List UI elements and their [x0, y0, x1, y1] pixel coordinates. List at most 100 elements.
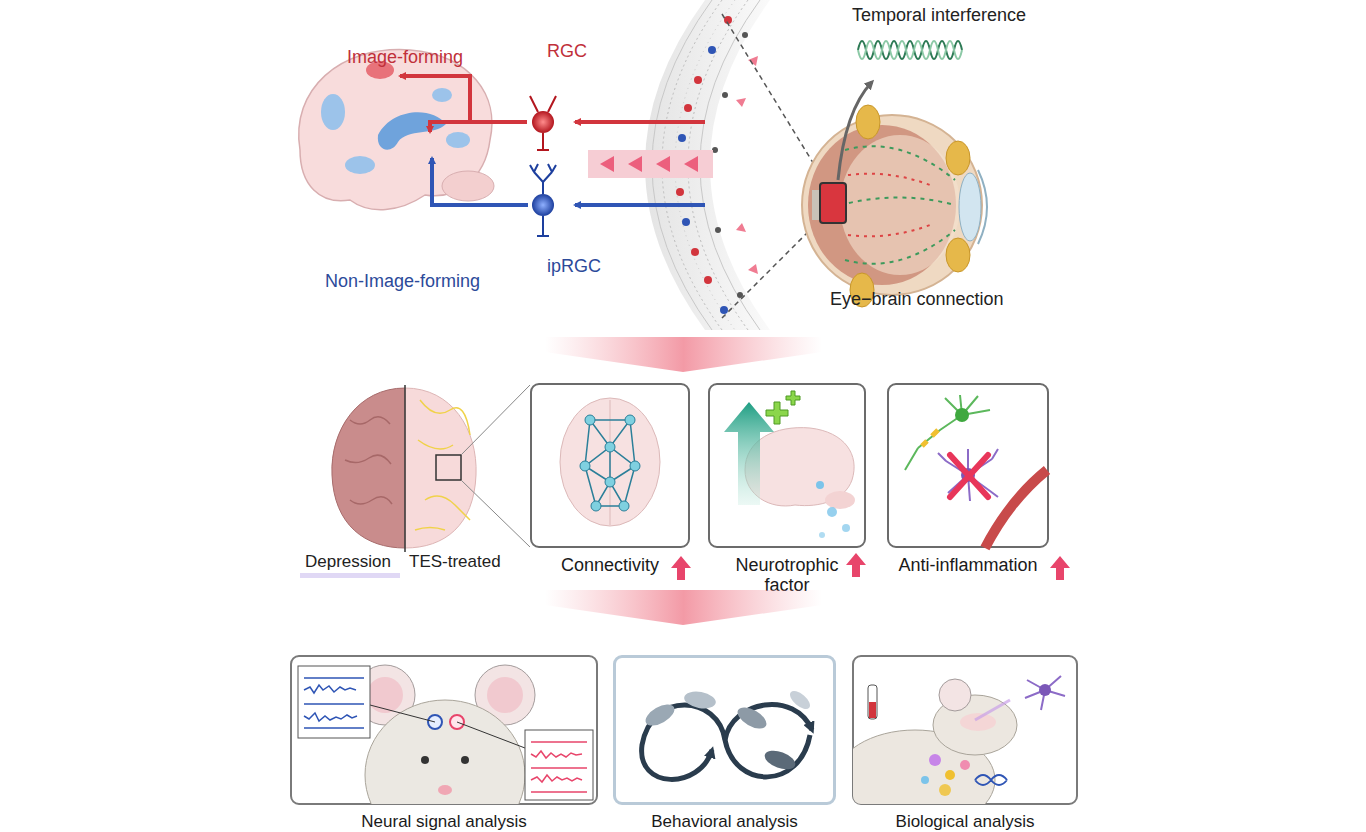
connectivity-network-part — [585, 420, 635, 506]
connectivity-network-part — [605, 442, 615, 452]
brain-side-view-part — [321, 94, 345, 130]
mouse-biology-part — [939, 784, 951, 796]
iprgc-neuron-part — [530, 164, 556, 236]
rgc-neuron — [530, 96, 556, 150]
retina-layers-part — [720, 306, 728, 314]
box-frame — [852, 655, 1078, 805]
box-frame — [708, 383, 866, 548]
node-label: Neural signal analysis — [290, 813, 598, 832]
increase-arrow-part — [1050, 556, 1070, 580]
retina-layers-part — [742, 32, 748, 38]
mouse-biology-part — [1025, 676, 1065, 710]
neurotrophic-brain-part — [724, 402, 774, 505]
figure-eight-maze-part — [725, 705, 812, 740]
brain-top-view-part — [404, 385, 406, 552]
connectivity-network-part — [560, 398, 660, 526]
mouse-recording — [298, 665, 593, 804]
retina-layers-part — [708, 46, 716, 54]
mouse-recording-part — [438, 785, 452, 795]
retina-to-neuron-arrows — [575, 122, 705, 205]
mouse-recording-part — [531, 742, 587, 792]
flow-chevron-part — [545, 590, 822, 625]
eye — [802, 105, 987, 307]
mouse-biology — [853, 676, 1065, 804]
figure-eight-maze-part — [787, 688, 813, 713]
iprgc-neuron — [530, 164, 556, 236]
anti-inflammation-cells — [905, 395, 1047, 548]
section-label: Eye−brain connection — [830, 290, 1004, 310]
node-label: Behavioral analysis — [613, 813, 836, 832]
image-forming-pathway — [400, 76, 527, 132]
node-label: Connectivity — [530, 556, 690, 576]
analysis-panel: Behavioral analysis — [613, 655, 836, 832]
mouse-biology-part — [921, 776, 929, 784]
anti-inflammation-cells-part — [955, 408, 969, 422]
brain-side-view-part — [446, 132, 470, 148]
image-forming-pathway-part — [430, 122, 470, 132]
brain-side-view — [299, 50, 494, 210]
box-frame — [887, 383, 1049, 548]
brain-side-view-part — [442, 171, 494, 201]
anti-inflammation-cells-part — [985, 470, 1047, 548]
neurotrophic-brain-part — [786, 391, 800, 405]
increase-arrow — [671, 553, 1070, 580]
eye-part — [856, 105, 880, 139]
retina-layers-part — [736, 56, 758, 274]
mouse-biology-part — [939, 679, 971, 711]
box-frame — [290, 655, 598, 805]
brain-side-view-part — [432, 88, 452, 102]
eye-part — [840, 146, 955, 264]
zoom-dashes-part — [722, 14, 826, 318]
connectivity-network-part — [605, 477, 615, 487]
method-label: Temporal interference — [852, 6, 1026, 26]
brain-side-view-part — [299, 50, 492, 210]
brain-side-view-part — [345, 156, 375, 174]
figure-eight-maze-part — [642, 705, 810, 779]
optic-nerve-part — [600, 156, 698, 172]
retina-layers-part — [704, 276, 712, 284]
eye-part — [978, 170, 987, 244]
connectivity-network-part — [610, 400, 611, 525]
mouse-biology-part — [960, 713, 996, 731]
anti-inflammation-cells-part — [922, 430, 938, 446]
mouse-recording-part — [475, 665, 535, 725]
brain-top-view-part — [436, 455, 461, 480]
retina-layers-part — [737, 292, 743, 298]
cell-label: RGC — [547, 42, 587, 62]
mouse-biology-part — [1039, 684, 1051, 696]
brain-side-view-part — [366, 61, 394, 79]
box-frame — [530, 383, 690, 548]
brain-top-view-part — [415, 400, 470, 530]
mouse-recording-part — [304, 678, 364, 728]
retina-layers — [645, 0, 770, 330]
retina-layers-part — [724, 16, 732, 24]
temporal-interference-wave-part — [838, 82, 872, 180]
condition-label: Depression — [305, 553, 391, 572]
brain-top-view-part — [345, 417, 392, 504]
neurotrophic-brain-part — [825, 491, 855, 509]
neurotrophic-brain — [724, 391, 855, 538]
brain-top-view — [300, 385, 530, 578]
pathway-label: Non-Image-forming — [325, 272, 480, 292]
eye-part — [848, 174, 930, 237]
mouse-biology-part — [960, 760, 970, 770]
anti-inflammation-cells-part — [961, 468, 975, 482]
cell-label: ipRGC — [547, 257, 601, 277]
non-image-forming-pathway — [432, 158, 528, 205]
retina-layers-part — [676, 188, 684, 196]
retina-layers-part — [694, 76, 702, 84]
increase-arrow-part — [846, 553, 866, 577]
mouse-biology-part — [975, 775, 1007, 785]
figure-eight-maze — [642, 688, 813, 780]
mouse-recording-part — [367, 677, 403, 713]
retina-layers-part — [691, 248, 699, 256]
eye-part — [820, 183, 846, 223]
anti-inflammation-cells-part — [950, 455, 988, 497]
retina-to-neuron-arrows-part — [575, 120, 705, 124]
neurotrophic-brain-part — [766, 402, 788, 424]
mouse-recording-part — [450, 715, 464, 729]
mouse-biology-part — [987, 717, 993, 723]
brain-top-view-part — [332, 388, 405, 548]
retina-layers-part — [652, 0, 712, 330]
